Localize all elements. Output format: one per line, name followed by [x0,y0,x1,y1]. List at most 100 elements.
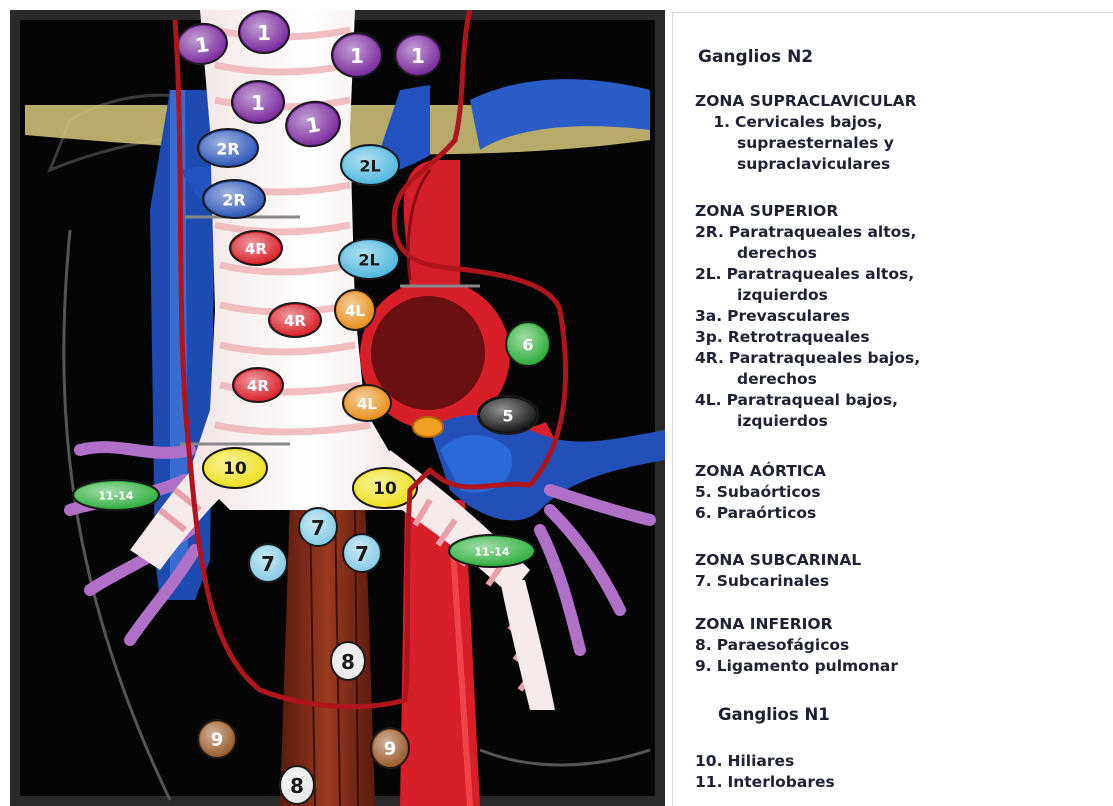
entry-text: Cervicales bajos, [735,112,883,133]
entry-number: 3p. [695,327,728,348]
entry-text-continued: supraesternales y [695,133,1095,154]
entry-text: Subaórticos [717,482,821,503]
entry-text: Paratraqueal bajos, [727,390,898,411]
entry-text: Paratraqueales altos, [729,222,917,243]
entry-number: 1. [695,112,735,133]
node-station-8: 8 [331,642,365,680]
node-station-6: 6 [506,322,550,366]
node-label: 8 [290,774,304,798]
node-label: 6 [522,336,533,355]
entry-number: 5. [695,482,717,503]
node-station-9: 9 [198,720,236,758]
legend-entry-11: 11. Interlobares [695,772,1095,793]
entry-text: Subcarinales [717,571,829,592]
node-station-1: 1 [332,33,382,77]
zone-superior: ZONA SUPERIOR 2R. Paratraqueales altos, … [695,201,1095,432]
node-label: 7 [261,552,275,576]
node-label: 2R [222,191,245,210]
entry-number: 2L. [695,264,727,285]
legend-entry-4r: 4R. Paratraqueales bajos, [695,348,1095,369]
legend-entry-4l: 4L. Paratraqueal bajos, [695,390,1095,411]
entry-text: Hiliares [727,751,794,772]
node-label: 1 [251,91,265,115]
legend-entry-3a: 3a. Prevasculares [695,306,1095,327]
legend-entry-2l: 2L. Paratraqueales altos, [695,264,1095,285]
node-station-4l: 4L [343,385,391,421]
node-station-4r: 4R [233,368,283,402]
node-label: 4L [357,395,377,413]
node-station-2r: 2R [198,129,258,167]
node-station-8: 8 [280,766,314,804]
node-station-2r: 2R [203,180,265,218]
entry-text: Paraórticos [717,503,817,524]
node-station-2l: 2L [339,239,399,279]
entry-text: Interlobares [727,772,834,793]
legend-entry-1: 1. Cervicales bajos, [695,112,1095,133]
entry-number: 4L. [695,390,727,411]
zone-title: ZONA SUPRACLAVICULAR [695,91,1095,112]
zone-title: ZONA AÓRTICA [695,461,1095,482]
node-station-7: 7 [343,534,381,572]
entry-text: Ligamento pulmonar [717,656,898,677]
legend-entry-8: 8. Paraesofágicos [695,635,1095,656]
node-label: 5 [502,407,513,426]
station-3a-node [413,417,443,437]
node-label: 7 [355,542,369,566]
entry-text: Prevasculares [727,306,850,327]
zone-inferior: ZONA INFERIOR 8. Paraesofágicos 9. Ligam… [695,614,1095,677]
node-label: 2L [359,157,380,176]
zone-aortica: ZONA AÓRTICA 5. Subaórticos 6. Paraórtic… [695,461,1095,524]
node-label: 10 [373,479,397,499]
node-station-1: 1 [232,81,284,123]
heading-ganglios-n1: Ganglios N1 [718,705,830,724]
entry-number: 2R. [695,222,729,243]
node-station-7: 7 [249,544,287,582]
entry-number: 11. [695,772,727,793]
heading-ganglios-n2: Ganglios N2 [698,47,813,67]
node-label: 1 [257,21,271,45]
node-label: 9 [211,730,224,751]
entry-number: 4R. [695,348,729,369]
node-label: 4R [284,312,306,330]
entry-text-continued: derechos [695,243,1095,264]
node-station-4r: 4R [230,231,282,265]
entry-number: 3a. [695,306,727,327]
entry-text-continued: derechos [695,369,1095,390]
zone-subcarinal: ZONA SUBCARINAL 7. Subcarinales [695,550,1095,592]
legend-entry-5: 5. Subaórticos [695,482,1095,503]
node-label: 4R [245,240,267,258]
legend-entry-9: 9. Ligamento pulmonar [695,656,1095,677]
node-station-11-14: 11-14 [73,480,159,510]
node-station-9: 9 [371,728,409,768]
entry-text: Paraesofágicos [717,635,850,656]
entry-text: Paratraqueales bajos, [729,348,920,369]
zone-n1: 10. Hiliares 11. Interlobares [695,751,1095,793]
zone-title: ZONA SUPERIOR [695,201,1095,222]
entry-number: 8. [695,635,717,656]
entry-number: 7. [695,571,717,592]
node-label: 9 [384,739,397,760]
node-label: 11-14 [98,490,134,503]
zone-title: ZONA SUBCARINAL [695,550,1095,571]
legend-entry-6: 6. Paraórticos [695,503,1095,524]
node-label: 7 [311,516,325,540]
entry-text: Retrotraqueales [728,327,870,348]
node-label: 11-14 [474,546,510,559]
node-label: 8 [341,650,355,674]
node-label: 4R [247,377,269,395]
entry-number: 9. [695,656,717,677]
node-label: 4L [345,302,365,320]
entry-number: 10. [695,751,727,772]
node-label: 1 [411,44,425,68]
zone-title: ZONA INFERIOR [695,614,1095,635]
entry-text-continued: supraclaviculares [695,154,1095,175]
node-station-2l: 2L [341,145,399,185]
node-label: 1 [350,44,364,68]
node-station-5: 5 [478,396,538,434]
zone-supraclavicular: ZONA SUPRACLAVICULAR 1. Cervicales bajos… [695,91,1095,175]
entry-text-continued: izquierdos [695,411,1095,432]
node-station-11-14: 11-14 [449,535,535,567]
entry-text: Paratraqueales altos, [727,264,915,285]
